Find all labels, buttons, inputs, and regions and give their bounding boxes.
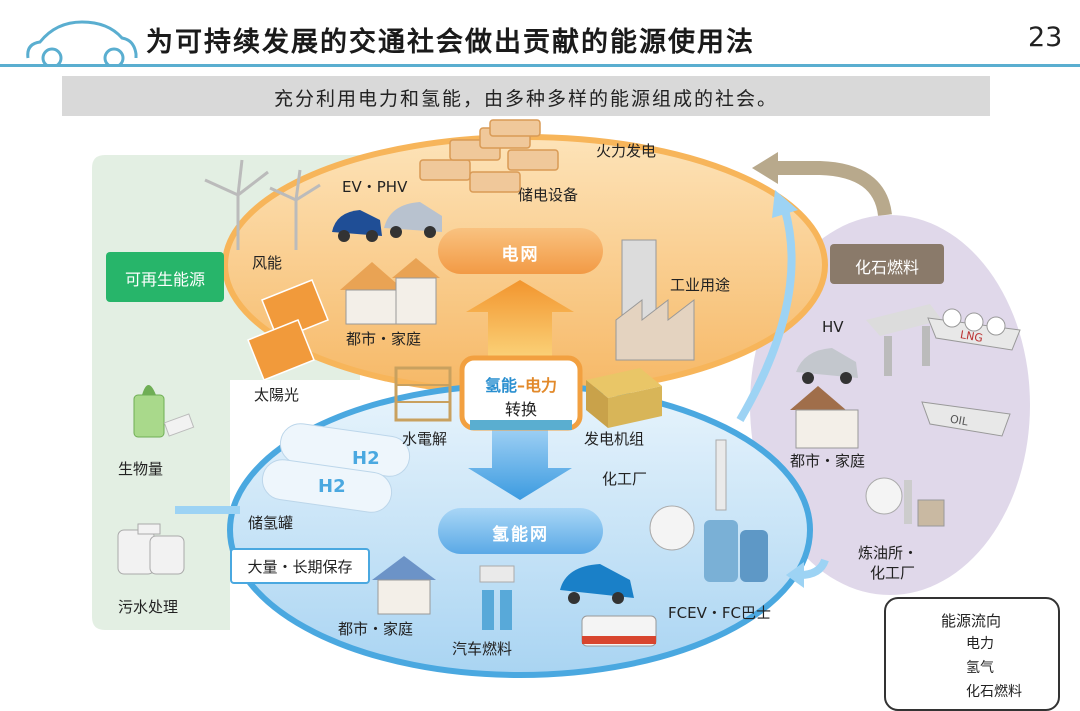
oil-ship-icon [921,401,1011,437]
city-home-right-label: 都市・家庭 [790,452,866,470]
fcev-label: FCEV・FC巴士 [668,604,771,622]
thermal-power-label: 火力发电 [596,142,657,160]
hydrogen-station-icon [479,565,515,630]
conversion-hydrogen-word: 氢能 [484,376,517,395]
renewable-energy-label: 可再生能源 [124,270,205,289]
chemical-plant-icon [649,439,768,582]
hydrogen-tank-icons [261,423,411,513]
biomass-label: 生物量 [118,460,164,478]
sewage-label: 污水处理 [118,598,179,616]
house-bottom-icon [372,556,436,615]
gas-station-icon [866,304,942,376]
electrolysis-icon [394,366,452,422]
ev-phv-label: EV・PHV [342,178,408,196]
wind-label: 风能 [252,254,283,272]
fcev-icons [560,564,657,647]
subtitle: 充分利用电力和氢能，由多种多样的能源组成的社会。 [273,88,778,110]
legend-title: 能源流向 [940,612,1001,630]
house-top-icon [340,258,440,325]
header-divider [0,64,1080,67]
storage-equipment-label: 储电设备 [518,186,579,204]
legend-item-power: 电力 [966,636,994,652]
industrial-label: 工业用途 [670,276,731,294]
storage-box-label: 大量・长期保存 [247,558,353,576]
city-home-top-label: 都市・家庭 [346,330,422,348]
refinery-label-line2: 化工厂 [870,564,916,582]
storage-box [230,548,370,584]
car-logo-icon [26,20,138,66]
generator-icon [586,368,662,428]
hv-car-icon [796,348,858,384]
chemical-plant-label: 化工厂 [602,470,648,488]
page-number: 23 [1028,22,1063,53]
grid-label: 电网 [501,245,540,265]
hydrogen-net-label: 氢能网 [492,525,549,545]
legend-item-fossil: 化石燃料 [966,684,1022,700]
refinery-label-line1: 炼油所・ [858,544,919,562]
city-home-bottom-label: 都市・家庭 [338,620,414,638]
industrial-icon [615,239,695,361]
generator-label: 发电机组 [584,430,645,448]
lng-ship-icon [927,308,1021,351]
electric-up-arrow [466,280,574,360]
fossil-fuel-box [830,244,944,284]
fossil-panel [750,215,1030,595]
h2-text-top: H2 [352,448,380,469]
solar-label: 太陽光 [254,386,300,404]
fossil-arrowhead [752,152,778,184]
fossil-flow-arrow [772,161,892,217]
hv-label: HV [822,318,844,336]
house-right-icon [790,386,859,449]
grid-pill [438,228,603,274]
subtitle-bar [62,76,990,116]
fossil-fuel-label: 化石燃料 [854,258,919,277]
conversion-label-line2: 转换 [504,400,537,419]
refinery-icon [865,477,945,527]
renewable-energy-box [106,252,224,302]
solar-panel-icons [247,279,329,381]
conversion-label-line1: 氢能–电力 [462,372,580,396]
fossil-to-grid-arrow [736,208,796,423]
car-fuel-label: 汽车燃料 [452,640,513,658]
legend [884,597,1060,711]
hydrogen-net-pill [438,508,603,554]
conversion-dash: – [517,376,525,395]
hydrogen-down-arrow [468,428,572,500]
electrolysis-label: 水電解 [402,430,448,448]
page-title: 为可持续发展的交通社会做出贡献的能源使用法 [146,27,755,58]
h2-tank-label: 储氢罐 [248,514,294,532]
ev-car-icons [332,202,442,242]
conversion-power-word: 电力 [525,376,558,395]
legend-item-hydrogen: 氢气 [966,660,994,676]
biomass-icon [133,385,195,438]
sewage-plant-icon [117,523,185,575]
h2-text-bottom: H2 [318,476,346,497]
wind-turbine-icons [204,159,321,250]
storage-equipment-icons [419,119,559,193]
